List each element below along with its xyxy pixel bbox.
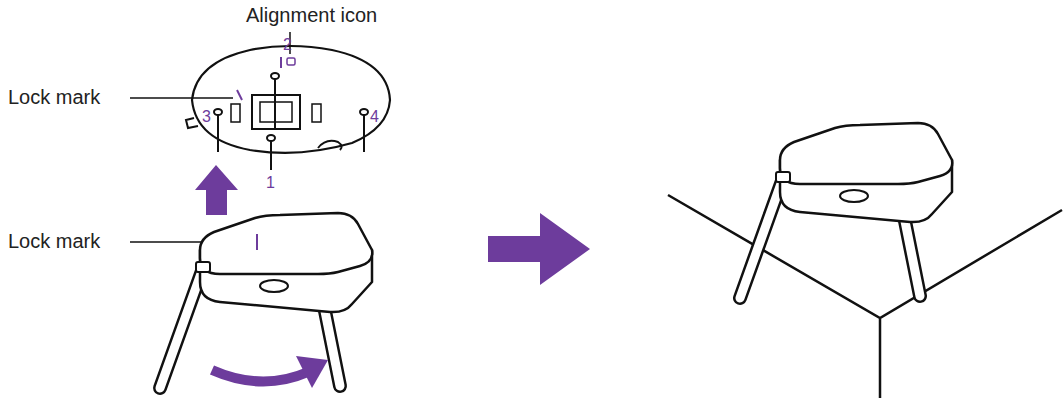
callout-number: 2	[283, 36, 292, 54]
callout-label: Lock mark	[8, 230, 100, 253]
callout-label: Lock mark	[8, 86, 100, 109]
callout-label: Alignment icon	[246, 4, 377, 27]
callout-number: 1	[266, 174, 275, 192]
callout-number: 3	[202, 108, 211, 126]
callout-number: 4	[370, 108, 379, 126]
